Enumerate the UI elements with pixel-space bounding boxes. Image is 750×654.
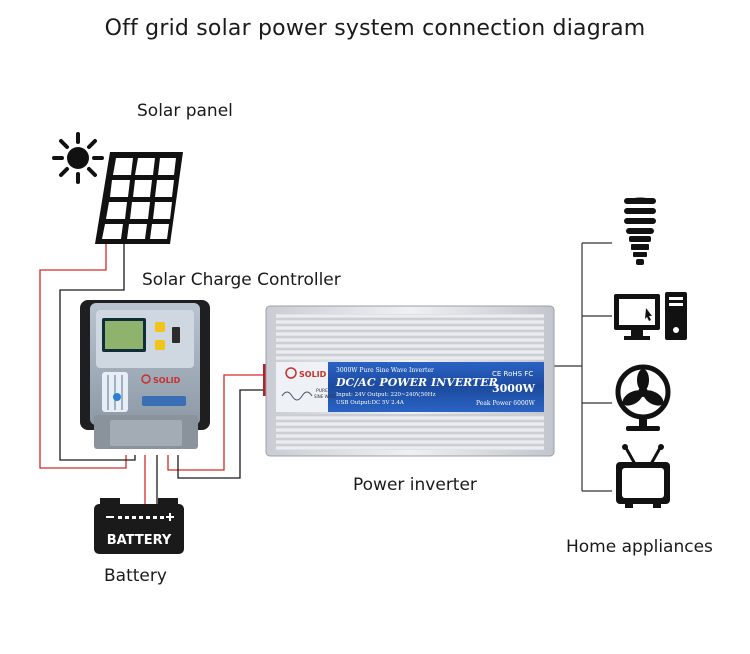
inverter-spec-line-1: Input: 24V Output: 220~240V,50Hz <box>336 392 436 398</box>
battery-label: Battery <box>104 566 167 586</box>
inverter-wave-label-2: SINE WAVE <box>314 394 336 399</box>
panel-to-controller-black-wire <box>59 244 136 461</box>
charge-controller-label: Solar Charge Controller <box>142 270 341 290</box>
inverter-wattage: 3000W <box>492 382 536 395</box>
diagram-title: Off grid solar power system connection d… <box>104 16 646 41</box>
sun-icon <box>52 132 104 184</box>
power-inverter-label: Power inverter <box>353 475 477 495</box>
appliance-bus <box>553 242 612 492</box>
solar-panel-label: Solar panel <box>137 101 233 121</box>
lightbulb-icon <box>624 197 656 265</box>
inverter-cert-text: CE RoHS FC <box>492 370 533 378</box>
controller-brand-text: SOLID <box>153 376 181 385</box>
inverter-peak-power: Peak Power 6000W <box>476 400 536 407</box>
inverter-wave-label-1: PURE <box>316 388 328 394</box>
solar-panel-icon <box>95 152 183 244</box>
battery-text: BATTERY <box>107 533 172 548</box>
inverter-subtitle: 3000W Pure Sine Wave Inverter <box>336 367 434 374</box>
controller-to-inverter-red-wire <box>167 374 268 471</box>
tv-icon <box>616 444 670 508</box>
power-inverter: SOLID PURE SINE WAVE 3000W Pure Sine Wav… <box>263 305 555 457</box>
controller-to-inverter-black-wire <box>177 389 268 479</box>
computer-icon <box>614 292 687 340</box>
inverter-heading: DC/AC POWER INVERTER <box>335 376 498 389</box>
home-appliances-label: Home appliances <box>566 537 713 557</box>
fan-icon <box>615 364 671 431</box>
panel-to-controller-red-wire <box>39 244 127 469</box>
inverter-spec-line-2: USB Output:DC 5V 2.4A <box>336 400 405 406</box>
inverter-brand-text: SOLID <box>299 370 327 379</box>
wiring <box>39 242 612 505</box>
battery-icon: BATTERY <box>94 498 184 554</box>
charge-controller: SOLID <box>80 300 210 449</box>
